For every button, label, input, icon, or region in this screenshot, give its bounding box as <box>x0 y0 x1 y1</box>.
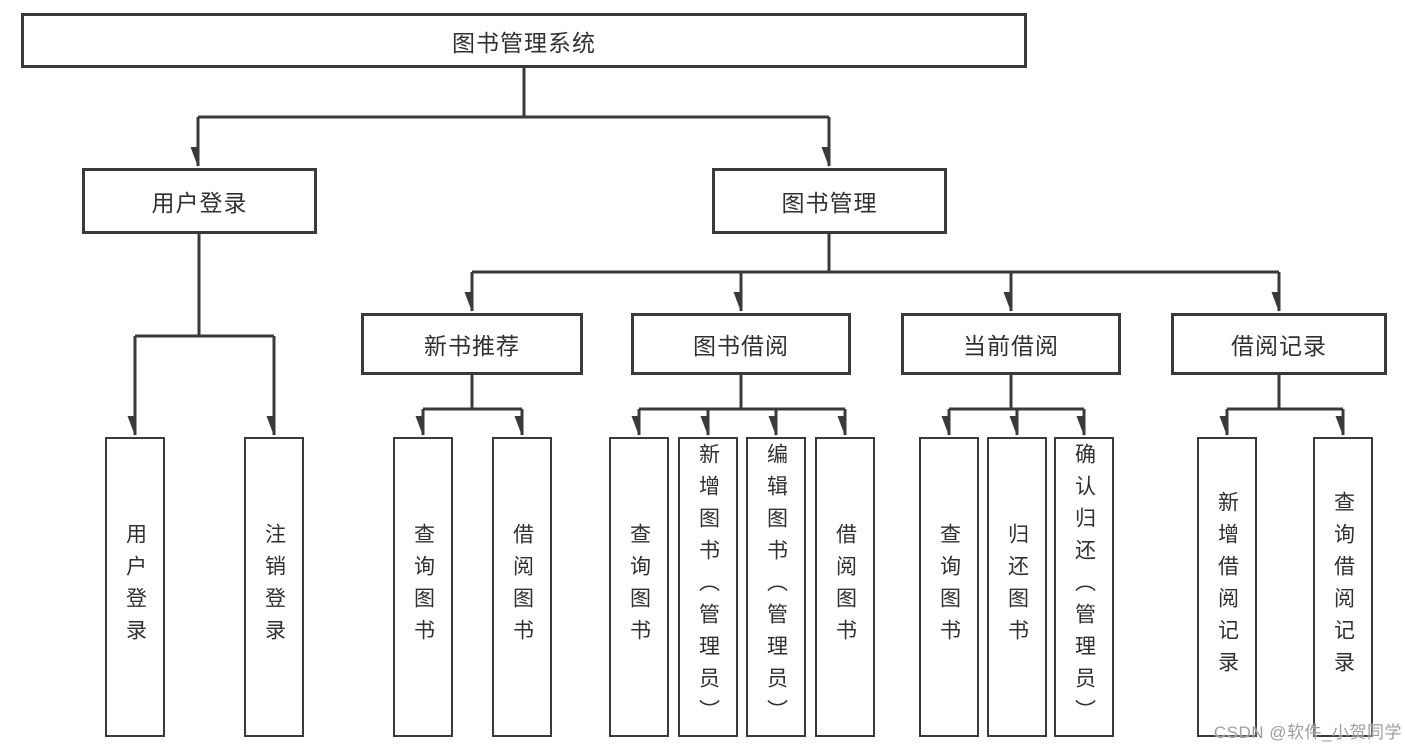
node-borrow-records: 借阅记录 <box>1171 313 1387 375</box>
leaf-add-book-admin: 新增图书（管理员） <box>678 437 738 737</box>
node-current-borrow: 当前借阅 <box>901 313 1121 375</box>
leaf-return-book: 归还图书 <box>987 437 1047 737</box>
leaf-query-books-borrow: 查询图书 <box>609 437 669 737</box>
leaf-edit-book-admin: 编辑图书（管理员） <box>746 437 806 737</box>
leaf-add-borrow-record: 新增借阅记录 <box>1197 437 1257 737</box>
csdn-watermark: CSDN @软件_小贺同学 <box>1213 723 1402 742</box>
leaf-logout: 注销登录 <box>244 437 304 737</box>
node-root: 图书管理系统 <box>21 13 1027 68</box>
leaf-query-books-current: 查询图书 <box>919 437 979 737</box>
leaf-query-borrow-record: 查询借阅记录 <box>1313 437 1373 737</box>
leaf-confirm-return-admin: 确认归还（管理员） <box>1054 437 1114 737</box>
node-book-management: 图书管理 <box>712 168 947 234</box>
node-user-login: 用户登录 <box>82 168 317 234</box>
leaf-borrow-books: 借阅图书 <box>815 437 875 737</box>
leaf-user-login: 用户登录 <box>105 437 165 737</box>
node-new-book-recommend: 新书推荐 <box>361 313 583 375</box>
node-book-borrow: 图书借阅 <box>631 313 851 375</box>
leaf-query-books-recommend: 查询图书 <box>393 437 453 737</box>
leaf-borrow-books-recommend: 借阅图书 <box>492 437 552 737</box>
